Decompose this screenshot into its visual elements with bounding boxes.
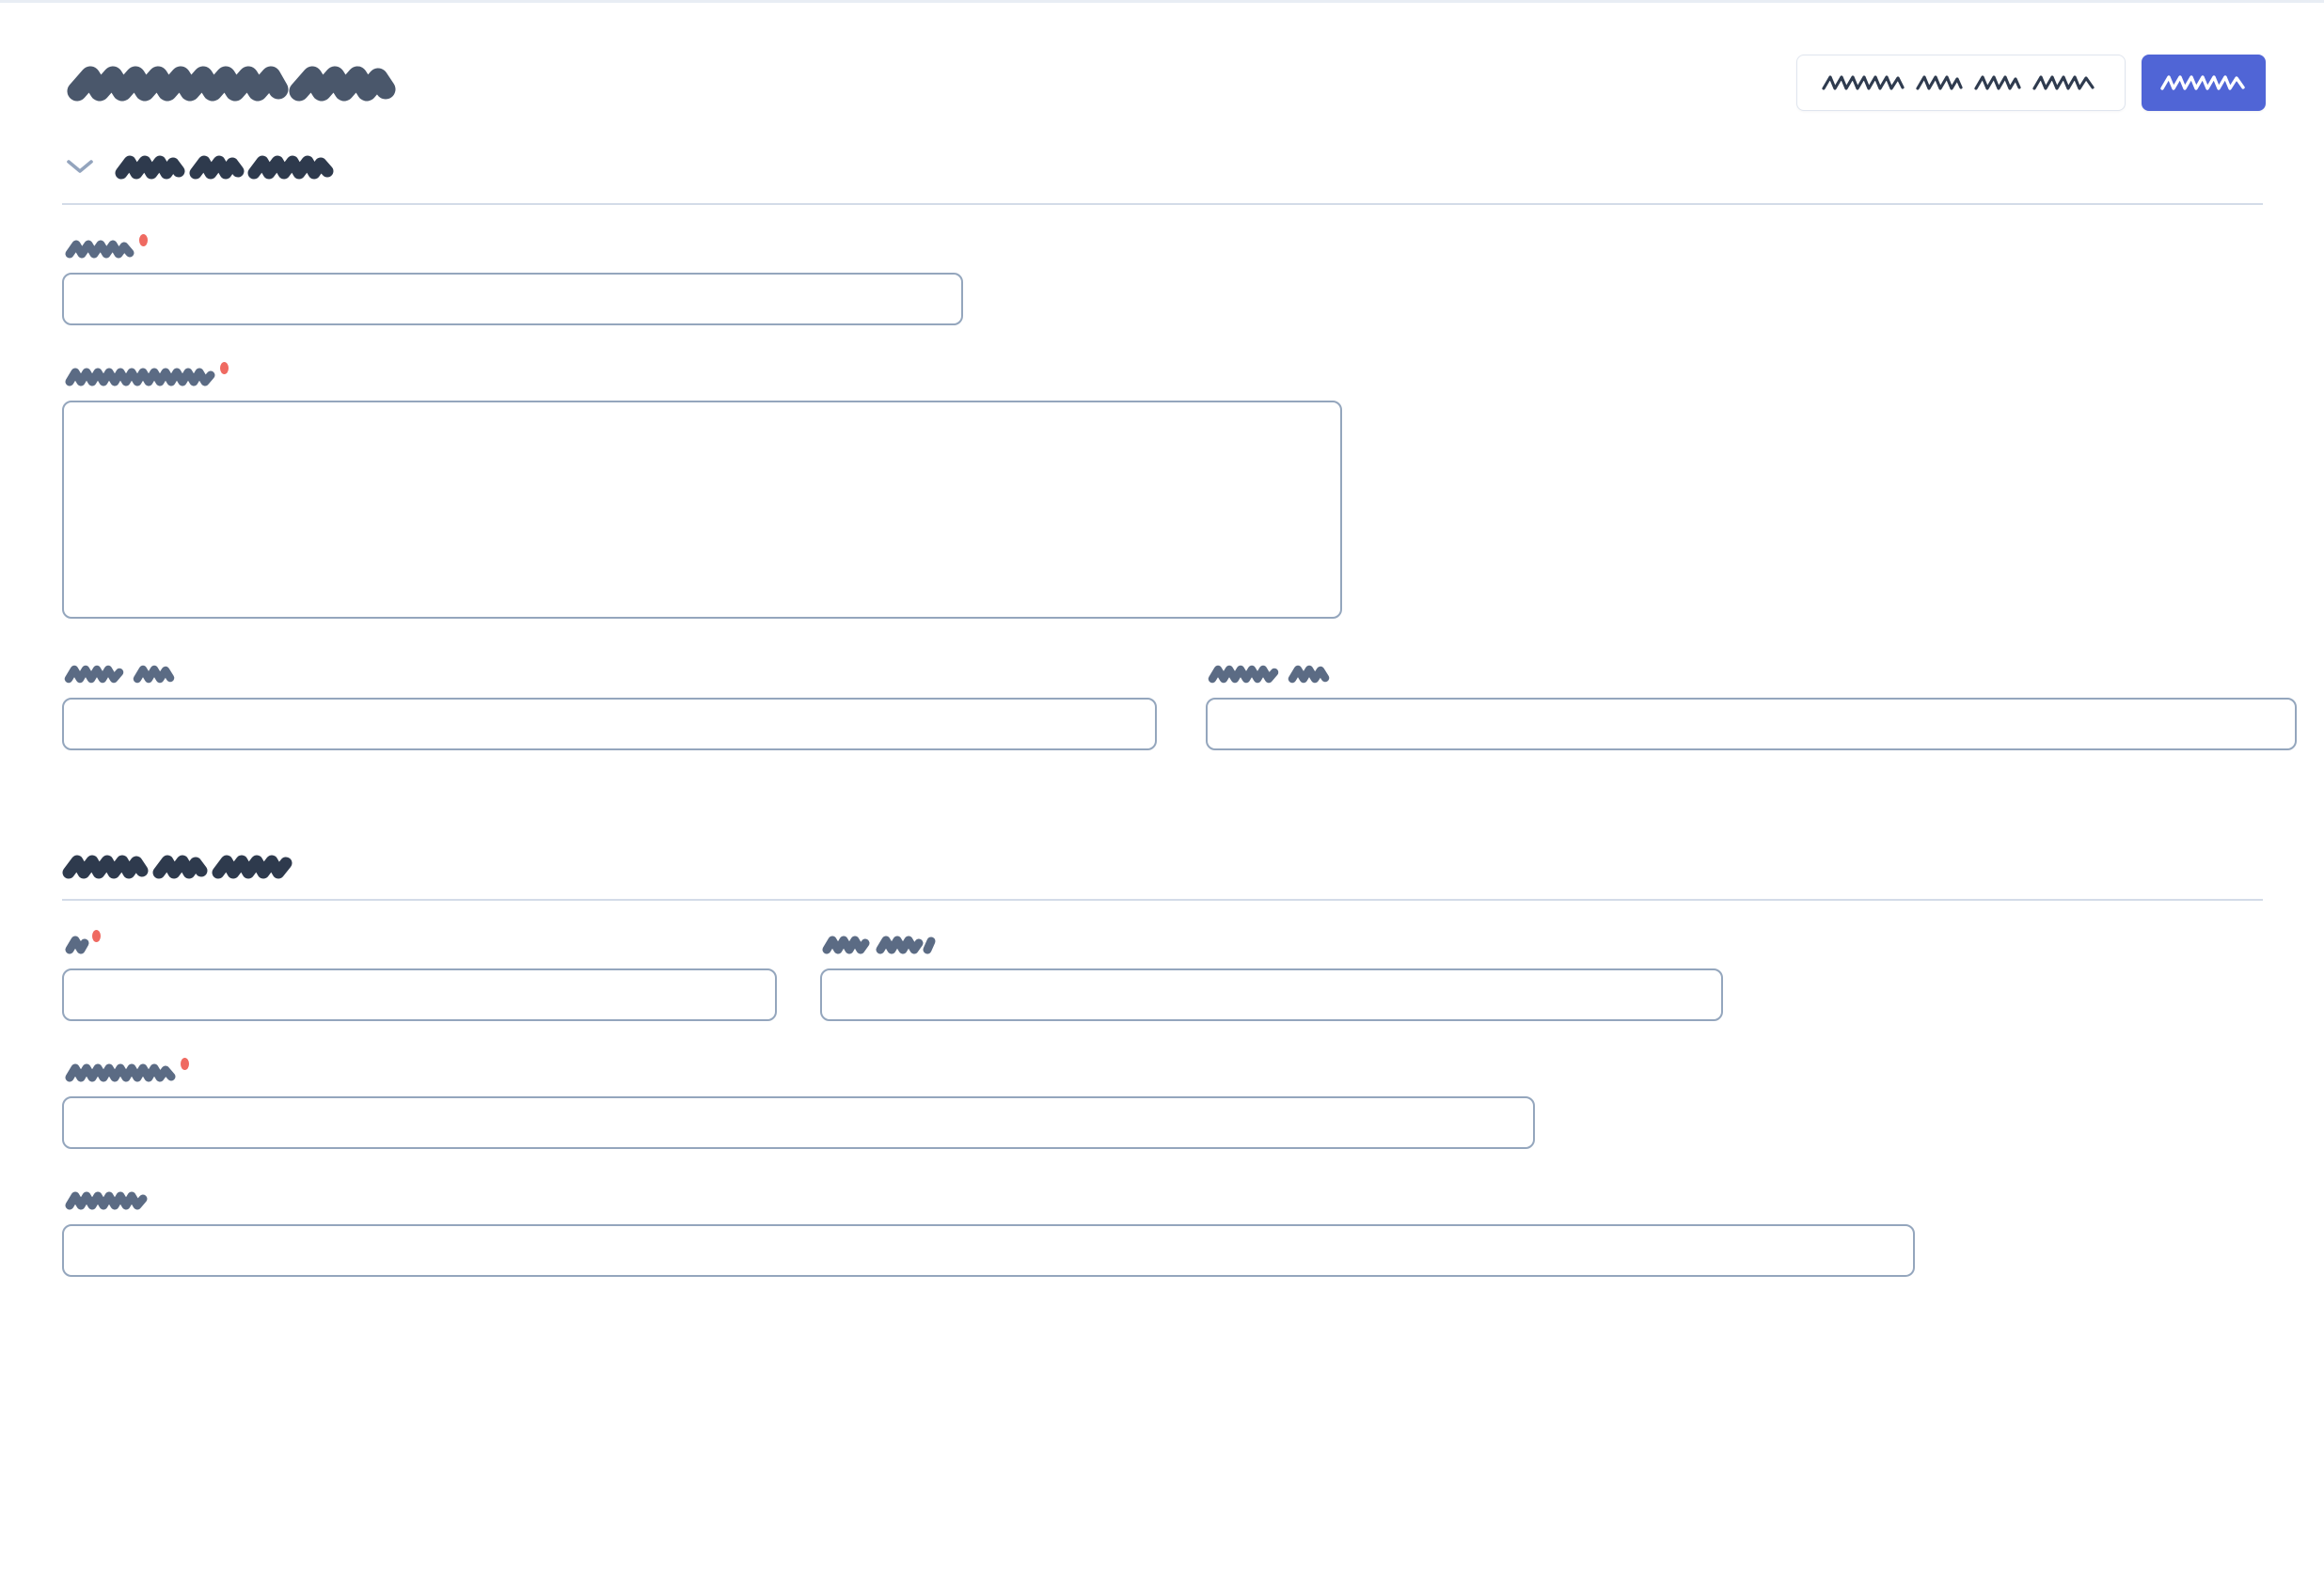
field-address-label [62,1058,2262,1083]
field-description-textarea[interactable] [62,401,1342,619]
page-title [62,63,401,102]
field-description [62,362,2262,619]
field-left-date-input[interactable] [62,698,1157,750]
section-general-header[interactable] [62,150,2262,182]
redacted-field-id-label [64,935,89,955]
section-details [0,854,2324,901]
section-general-title [113,154,339,180]
field-right-date [1206,664,2297,750]
field-secondary-id [820,935,1723,1021]
field-left-date [62,664,1157,750]
redacted-field-description-label [64,367,216,387]
field-right-date-label [1206,664,2297,685]
redacted-field-address-label [64,1062,177,1083]
chevron-down-icon[interactable] [64,150,96,182]
redacted-primary-button-label [2160,75,2245,90]
required-marker [220,362,229,374]
section-general [0,150,2324,205]
redacted-section1-heading [115,155,334,180]
field-right-date-input[interactable] [1206,698,2297,750]
id-row [62,930,2262,1021]
form-page [0,3,2324,1277]
section-details-title [62,854,297,879]
redacted-field-name-label [64,239,135,260]
primary-action-button[interactable] [2142,55,2266,111]
field-notes-input[interactable] [62,1224,1915,1277]
field-left-date-label [62,664,1157,685]
required-marker [139,234,148,246]
field-name-label [62,234,2262,260]
section-details-header[interactable] [62,854,2262,879]
field-name [62,234,2262,325]
section-details-divider [62,899,2263,901]
redacted-field-secondary-id-label [822,935,936,955]
redacted-section2-heading [62,855,292,879]
field-notes [62,1190,2262,1277]
section-details-fields [0,930,2324,1277]
field-description-label [62,362,2262,387]
secondary-action-button[interactable] [1796,55,2126,111]
field-notes-label [62,1190,2262,1211]
field-id-input[interactable] [62,968,777,1021]
top-hairline [0,0,2324,3]
field-address-input[interactable] [62,1096,1535,1149]
required-marker [92,930,101,942]
field-id-label [62,930,777,955]
redacted-secondary-button-label [1822,75,2095,90]
date-row [62,664,2297,750]
field-secondary-id-input[interactable] [820,968,1723,1021]
redacted-field-left-date-label [64,664,175,685]
required-marker [181,1058,189,1070]
section-general-fields [0,234,2324,750]
page-header [0,3,2324,111]
redacted-title-scribble [67,66,396,102]
redacted-field-right-date-label [1208,664,1330,685]
field-name-input[interactable] [62,273,963,325]
field-secondary-id-label [820,935,1723,955]
section-general-divider [62,203,2263,205]
field-address [62,1058,2262,1149]
field-id [62,930,777,1021]
redacted-field-notes-label [64,1190,150,1211]
section-spacer [0,750,2324,854]
header-actions [1796,55,2266,111]
